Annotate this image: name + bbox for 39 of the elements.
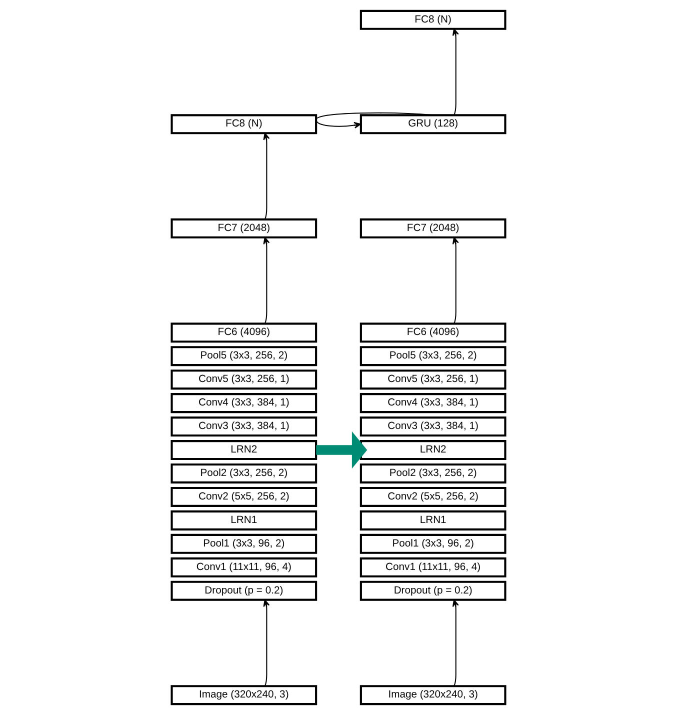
node-box: Conv4 (3x3, 384, 1) — [170, 393, 317, 414]
node-box: FC6 (4096) — [170, 322, 317, 343]
node-box: FC8 (N) — [359, 10, 506, 30]
node-box: Image (320x240, 3) — [170, 685, 317, 706]
arrow — [262, 236, 270, 324]
node-box: Conv2 (5x5, 256, 2) — [170, 486, 317, 507]
node-box: LRN1 — [359, 510, 506, 530]
arrow — [316, 431, 367, 469]
node-box: Pool5 (3x3, 256, 2) — [170, 346, 317, 366]
node-box: Conv2 (5x5, 256, 2) — [359, 486, 506, 507]
node-box: FC8 (N) — [170, 114, 317, 134]
node-box: LRN2 — [170, 440, 317, 460]
arrow — [452, 28, 458, 116]
node-box: GRU (128) — [359, 114, 506, 134]
node-box: Conv1 (11x11, 96, 4) — [359, 557, 506, 578]
arrow — [262, 132, 270, 220]
node-box: Dropout (p = 0.2) — [359, 580, 506, 601]
node-box: Image (320x240, 3) — [359, 685, 506, 706]
node-box: Conv3 (3x3, 384, 1) — [359, 416, 506, 437]
arrow — [262, 599, 270, 686]
node-box: Pool2 (3x3, 256, 2) — [170, 463, 317, 484]
node-box: Conv4 (3x3, 384, 1) — [359, 393, 506, 414]
node-box: Conv3 (3x3, 384, 1) — [170, 416, 317, 437]
node-box: FC7 (2048) — [359, 218, 506, 238]
node-box: Pool5 (3x3, 256, 2) — [359, 346, 506, 366]
node-box: FC6 (4096) — [359, 322, 506, 343]
arrow — [452, 236, 458, 324]
node-box: Conv5 (3x3, 256, 1) — [170, 370, 317, 390]
node-box: LRN1 — [170, 510, 317, 530]
node-box: LRN2 — [359, 440, 506, 460]
node-box: FC7 (2048) — [170, 218, 317, 238]
node-box: Pool2 (3x3, 256, 2) — [359, 463, 506, 484]
node-box: Pool1 (3x3, 96, 2) — [170, 534, 317, 554]
node-box: Pool1 (3x3, 96, 2) — [359, 534, 506, 554]
arrow — [452, 599, 458, 686]
node-box: Dropout (p = 0.2) — [170, 580, 317, 601]
arrow — [315, 112, 433, 129]
node-box: Conv1 (11x11, 96, 4) — [170, 557, 317, 578]
node-box: Conv5 (3x3, 256, 1) — [359, 370, 506, 390]
